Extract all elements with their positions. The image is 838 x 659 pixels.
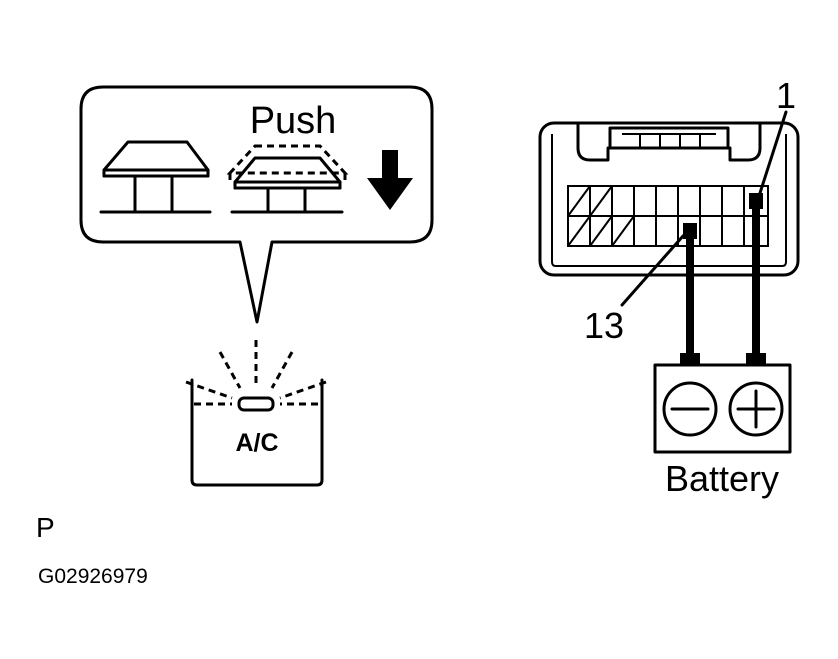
push-callout: Push [79,85,434,324]
lead-positive [752,209,760,353]
connector-housing [538,121,800,277]
pin-13-terminal [683,223,697,239]
pin-13-leader [620,234,685,307]
callout-bubble [79,85,434,324]
view-letter: P [36,512,55,543]
ac-label: A/C [235,429,278,457]
light-rays [185,340,327,406]
pin-13-label: 13 [584,305,624,346]
pin-grid [567,185,769,247]
connector [538,121,800,277]
ac-button: A/C [185,340,327,487]
pin-1-leader [758,110,788,195]
push-label: Push [250,100,337,142]
positive-post [746,353,766,365]
pin-1-label: 1 [776,75,796,116]
ac-button-body [190,378,324,487]
battery: Battery [653,353,792,499]
indicator-light-icon [237,396,275,412]
connector-latch [576,121,762,162]
negative-post [680,353,700,365]
test-leads [686,209,760,353]
battery-label: Battery [665,458,779,499]
switch-released-icon [99,140,212,214]
figure-code: G02926979 [38,565,148,588]
arrow-down-icon [367,150,413,210]
battery-body [653,363,792,454]
switch-pressed-icon [226,144,349,214]
minus-terminal-icon [662,381,718,437]
pin-1-terminal [749,193,763,209]
lead-negative [686,239,694,353]
plus-terminal-icon [728,381,784,437]
